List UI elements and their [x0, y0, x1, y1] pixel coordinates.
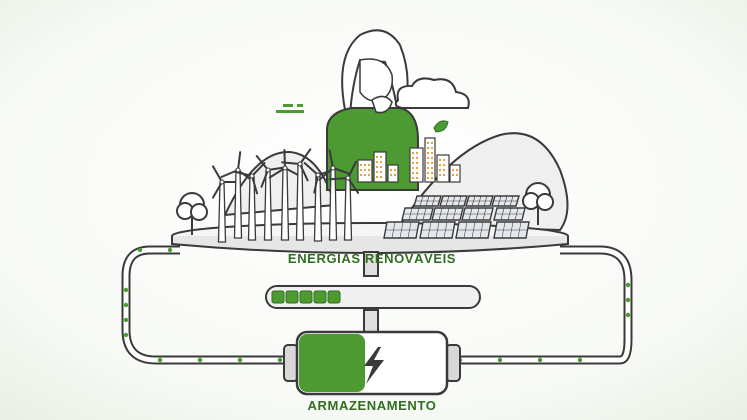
city-building	[436, 154, 450, 183]
city-building	[387, 164, 399, 183]
cable-dot	[625, 297, 631, 303]
solar-panel	[491, 195, 520, 207]
lightning-bolt-icon	[364, 347, 384, 384]
city-building	[449, 164, 461, 183]
cable-dot	[137, 247, 143, 253]
wind-turbine	[233, 162, 266, 241]
solar-panel	[431, 207, 464, 221]
cable-dot	[537, 357, 543, 363]
wind-turbine	[318, 149, 351, 241]
connector-pipe-top	[363, 251, 379, 277]
decorative-dashes	[276, 104, 304, 113]
city-building	[409, 147, 424, 183]
cable-dot	[577, 357, 583, 363]
solar-panel	[419, 221, 456, 239]
cable-dot	[197, 357, 203, 363]
leaf-icon	[433, 120, 449, 133]
city-building	[424, 137, 436, 183]
wind-turbine	[212, 165, 241, 243]
solar-panel	[383, 221, 420, 239]
connector-pipe-bottom	[363, 309, 379, 335]
renewable-energies-label: ENERGIAS RENOVÁVEIS	[288, 251, 456, 266]
charge-segment	[327, 290, 341, 304]
cable-dot	[625, 282, 631, 288]
charge-segment	[285, 290, 299, 304]
cable-dot	[123, 332, 129, 338]
wind-turbine	[303, 162, 337, 242]
cable-dot	[123, 287, 129, 293]
solar-panel	[461, 207, 494, 221]
cable-dot	[123, 302, 129, 308]
wind-turbine	[281, 148, 312, 241]
cable-dot	[123, 317, 129, 323]
solar-panel	[465, 195, 494, 207]
battery-charge-fill	[299, 334, 365, 392]
wind-turbine	[220, 151, 254, 239]
solar-panel	[455, 221, 492, 239]
solar-panel	[493, 221, 530, 239]
cable-dot	[157, 357, 163, 363]
solar-farm	[383, 195, 530, 239]
solar-panel	[439, 195, 468, 207]
cloud	[394, 77, 470, 109]
city-building	[357, 159, 373, 183]
city-building	[373, 151, 387, 183]
cable-dot	[167, 247, 173, 253]
storage-label: ARMAZENAMENTO	[308, 398, 437, 413]
charge-segment	[313, 290, 327, 304]
wind-farm	[212, 148, 360, 243]
charge-segment	[271, 290, 285, 304]
cityscape	[357, 137, 461, 183]
charge-meter	[265, 285, 481, 309]
tree	[176, 192, 208, 235]
woman-face	[359, 58, 394, 102]
tree	[522, 182, 554, 225]
cable-dot	[237, 357, 243, 363]
cable-dot	[497, 357, 503, 363]
trees	[176, 182, 554, 235]
battery	[283, 330, 461, 396]
wind-turbine	[329, 160, 360, 241]
solar-panel	[413, 195, 442, 207]
woman-hair	[341, 29, 409, 118]
cable-dot	[625, 312, 631, 318]
charge-segment	[299, 290, 313, 304]
solar-panel	[401, 207, 434, 221]
charge-meter-segments	[271, 290, 341, 304]
cable-dot	[277, 357, 283, 363]
solar-panel	[493, 207, 526, 221]
woman-hand	[371, 95, 393, 114]
